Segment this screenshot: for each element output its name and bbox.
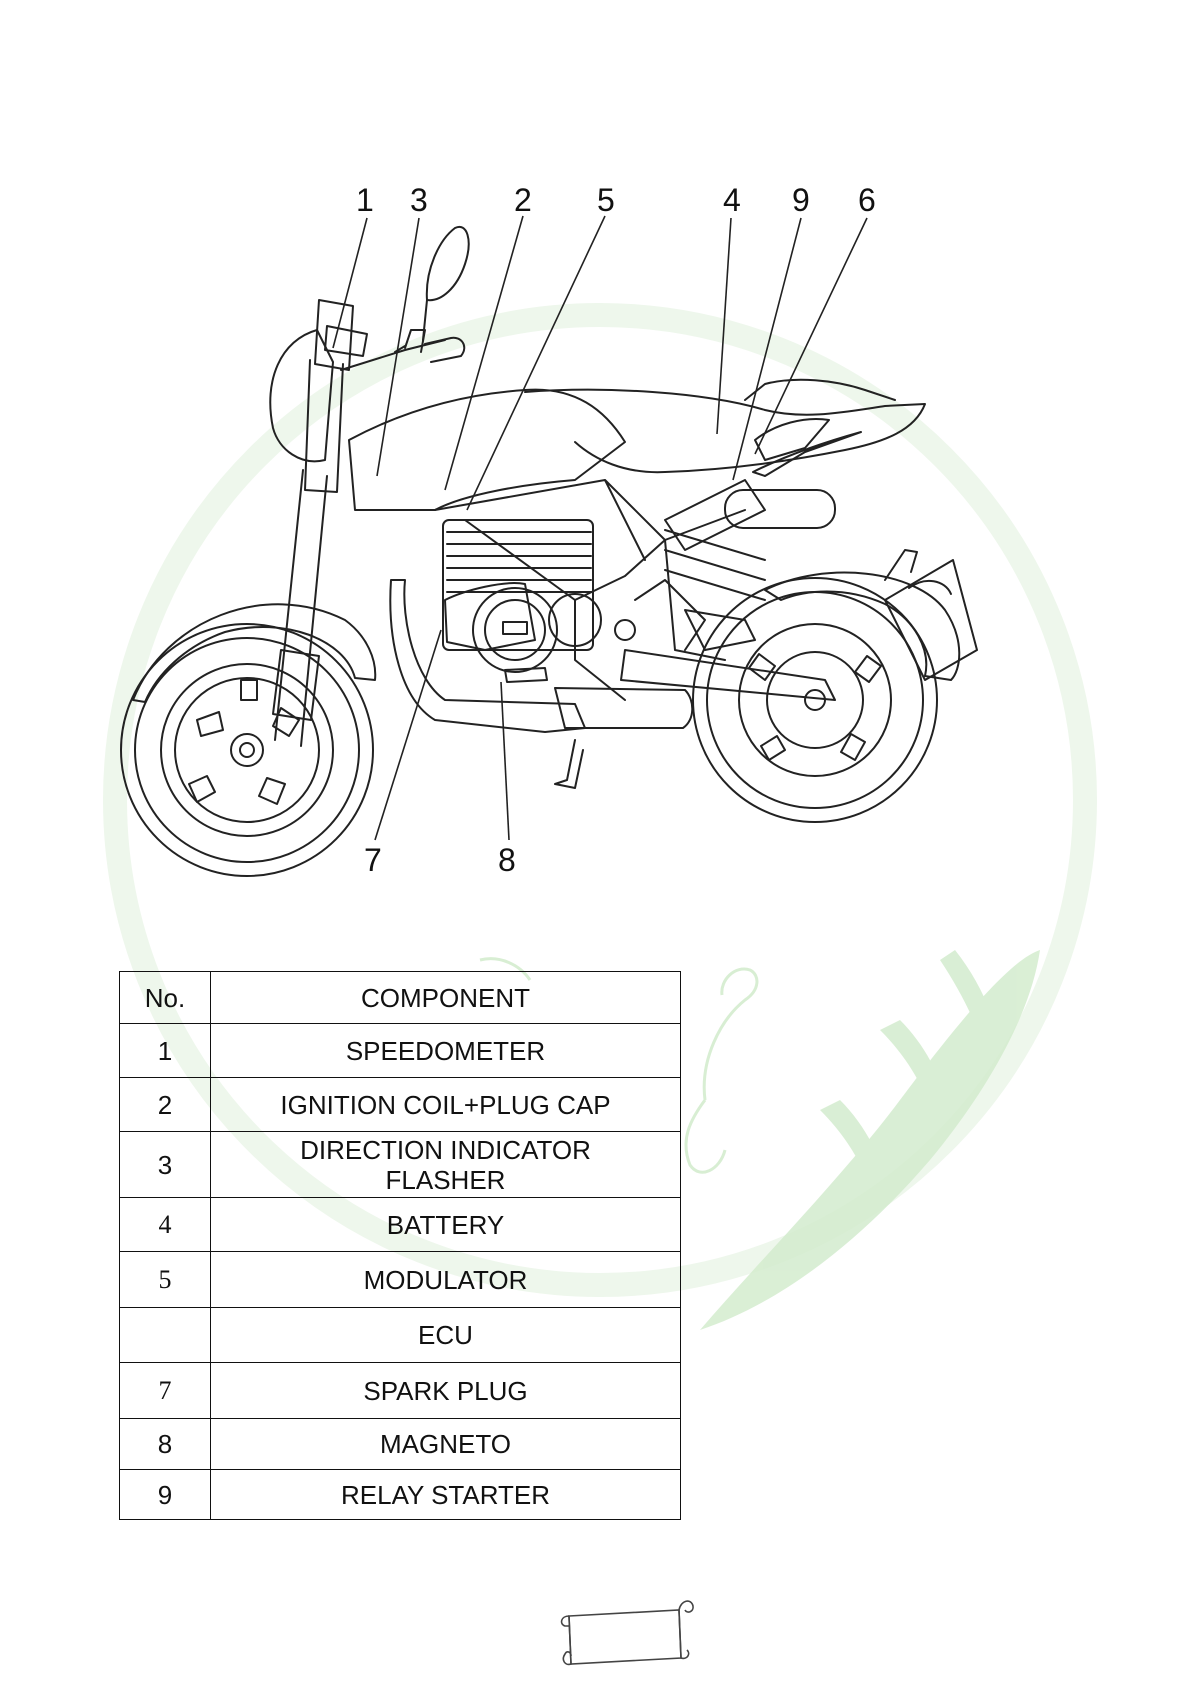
row-component-line: DIRECTION INDICATOR: [211, 1135, 680, 1165]
callout-9: 9: [792, 184, 810, 216]
table-header-row: No. COMPONENT: [120, 972, 681, 1024]
table-row: 3 DIRECTION INDICATOR FLASHER: [120, 1132, 681, 1198]
row-component: MODULATOR: [211, 1252, 681, 1308]
callout-1: 1: [356, 184, 374, 216]
table-row: 5 MODULATOR: [120, 1252, 681, 1308]
table-row: 7 SPARK PLUG: [120, 1363, 681, 1419]
row-component: MAGNETO: [211, 1419, 681, 1470]
row-component-line: FLASHER: [211, 1165, 680, 1195]
row-no: [120, 1308, 211, 1363]
row-no: 8: [120, 1419, 211, 1470]
components-table: No. COMPONENT 1 SPEEDOMETER 2 IGNITION C…: [119, 971, 681, 1520]
row-no: 5: [120, 1252, 211, 1308]
scroll-icon: [555, 1592, 695, 1672]
callout-3: 3: [410, 184, 428, 216]
table-row: 8 MAGNETO: [120, 1419, 681, 1470]
callout-4: 4: [723, 184, 741, 216]
motorcycle-diagram: [105, 180, 1060, 940]
table-row: ECU: [120, 1308, 681, 1363]
callout-2: 2: [514, 184, 532, 216]
row-no: 7: [120, 1363, 211, 1419]
callout-6: 6: [858, 184, 876, 216]
header-component: COMPONENT: [211, 972, 681, 1024]
header-no: No.: [120, 972, 211, 1024]
row-component: SPARK PLUG: [211, 1363, 681, 1419]
row-component: IGNITION COIL+PLUG CAP: [211, 1078, 681, 1132]
table-row: 4 BATTERY: [120, 1198, 681, 1252]
row-no: 1: [120, 1024, 211, 1078]
front-wheel: [121, 624, 373, 876]
row-component: BATTERY: [211, 1198, 681, 1252]
row-no: 4: [120, 1198, 211, 1252]
row-component: DIRECTION INDICATOR FLASHER: [211, 1132, 681, 1198]
row-no: 3: [120, 1132, 211, 1198]
table-row: 1 SPEEDOMETER: [120, 1024, 681, 1078]
row-component: ECU: [211, 1308, 681, 1363]
row-component: SPEEDOMETER: [211, 1024, 681, 1078]
callout-5: 5: [597, 184, 615, 216]
row-no: 9: [120, 1470, 211, 1520]
callout-8: 8: [498, 844, 516, 876]
table-row: 2 IGNITION COIL+PLUG CAP: [120, 1078, 681, 1132]
table-row: 9 RELAY STARTER: [120, 1470, 681, 1520]
callout-7: 7: [364, 844, 382, 876]
row-no: 2: [120, 1078, 211, 1132]
row-component: RELAY STARTER: [211, 1470, 681, 1520]
